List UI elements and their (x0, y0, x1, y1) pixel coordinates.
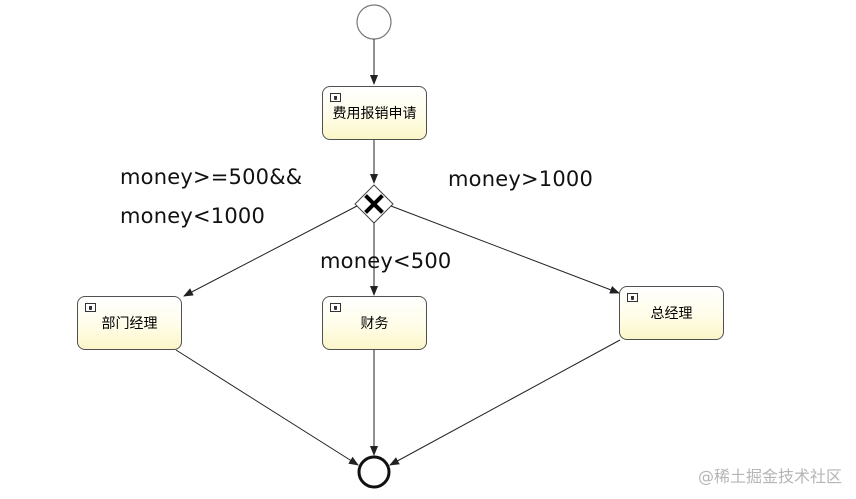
condition-mid-line2: money<1000 (120, 204, 266, 228)
start-event[interactable] (356, 4, 392, 40)
task-dept-manager[interactable]: 部门经理 (77, 296, 182, 350)
task-finance[interactable]: 财务 (322, 296, 427, 350)
flow-dept-manager-to-end[interactable] (175, 349, 359, 466)
task-finance-label: 财务 (360, 316, 389, 332)
exclusive-gateway-x-icon (364, 194, 384, 214)
flow-general-manager-to-end[interactable] (389, 339, 621, 466)
user-task-icon (330, 93, 341, 102)
user-task-icon (330, 303, 341, 312)
task-apply[interactable]: 费用报销申请 (322, 86, 427, 140)
user-task-icon (85, 303, 96, 312)
condition-high: money>1000 (448, 167, 594, 191)
task-general-manager[interactable]: 总经理 (619, 286, 724, 340)
user-task-icon (627, 293, 638, 302)
flow-gateway-to-dept-manager[interactable] (183, 205, 358, 297)
end-event[interactable] (357, 455, 391, 489)
task-dept-manager-label: 部门经理 (101, 316, 158, 332)
task-apply-label: 费用报销申请 (332, 106, 417, 122)
condition-low: money<500 (320, 249, 452, 273)
condition-mid-line1: money>=500&& (120, 165, 303, 189)
exclusive-gateway[interactable] (354, 184, 394, 224)
flow-gateway-to-general-manager[interactable] (390, 205, 620, 294)
watermark: @稀土掘金技术社区 (697, 467, 842, 486)
task-general-manager-label: 总经理 (650, 306, 693, 322)
